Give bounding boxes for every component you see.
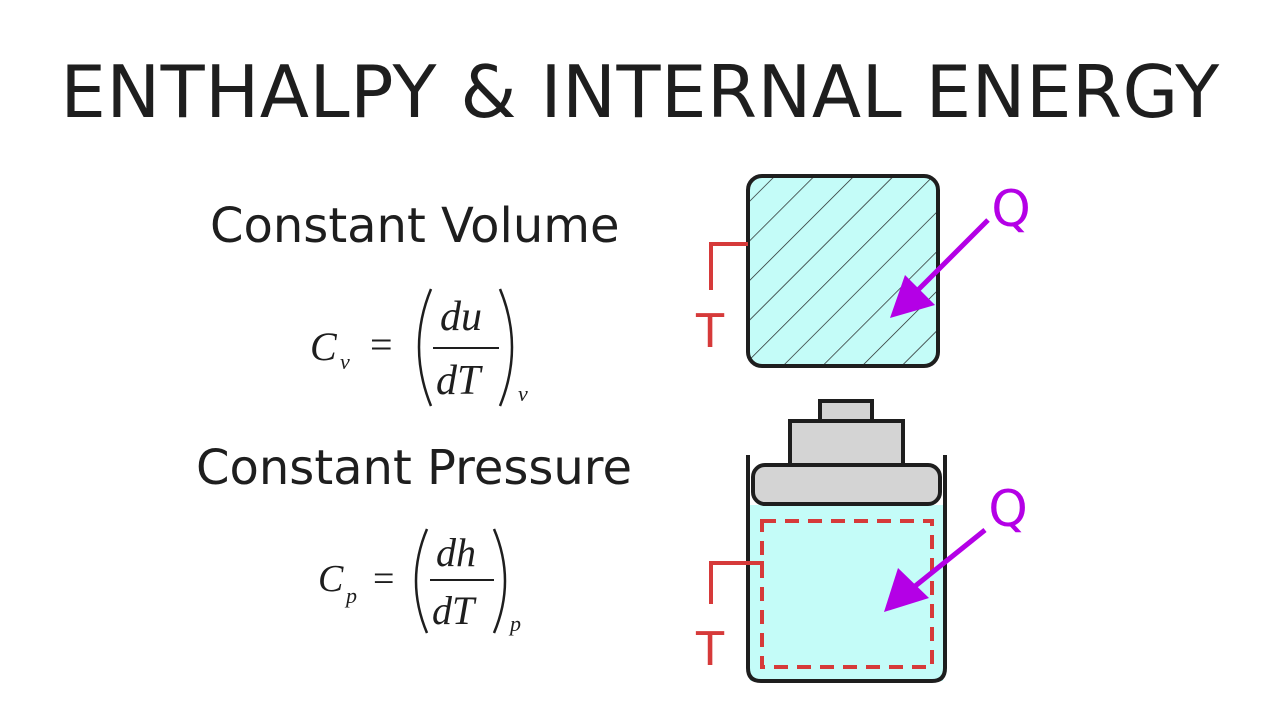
constant-volume-formula: C v = du dT v (310, 285, 550, 415)
cp-outer-subscript: p (510, 611, 521, 636)
cylinder-wall (746, 455, 947, 683)
piston (751, 463, 942, 506)
tank-heat-label: Q (991, 180, 1030, 238)
rigid-tank (746, 174, 940, 368)
tank-heat-arrow-icon (890, 218, 990, 318)
cv-fraction-bar (433, 347, 499, 349)
system-boundary (760, 519, 934, 669)
cv-lhs-subscript: v (340, 349, 350, 374)
cv-outer-subscript: v (518, 381, 528, 406)
cv-numerator: du (440, 294, 482, 340)
cv-lhs: C (310, 324, 337, 369)
cv-equals-sign: = (370, 322, 393, 367)
cv-denominator: dT (436, 358, 481, 404)
piston-cylinder (746, 399, 947, 683)
cylinder-temperature-label: T (695, 622, 725, 676)
constant-pressure-formula: C p = dh dT p (318, 525, 548, 640)
constant-volume-heading: Constant Volume (210, 198, 620, 254)
cp-equals-sign: = (373, 558, 395, 600)
cv-right-paren (498, 288, 514, 407)
cp-fraction-bar (430, 579, 494, 581)
tank-thermometer (709, 242, 748, 290)
cp-lhs-subscript: p (346, 583, 357, 608)
cylinder-thermometer (709, 561, 764, 604)
tank-temperature-label: T (695, 304, 725, 358)
cv-left-paren (417, 288, 433, 407)
cp-numerator: dh (436, 530, 476, 575)
rigid-tank-hatching (748, 176, 938, 366)
piston-weight (788, 419, 905, 467)
cp-left-paren (414, 528, 429, 634)
cp-right-paren (492, 528, 507, 634)
cylinder-heat-label: Q (988, 480, 1027, 538)
constant-pressure-heading: Constant Pressure (196, 440, 633, 496)
cp-denominator: dT (432, 588, 475, 633)
cylinder-heat-arrow-icon (884, 528, 987, 612)
piston-weight-top (818, 399, 874, 423)
page-title: ENTHALPY & INTERNAL ENERGY (60, 50, 1220, 134)
cp-lhs: C (318, 558, 344, 600)
